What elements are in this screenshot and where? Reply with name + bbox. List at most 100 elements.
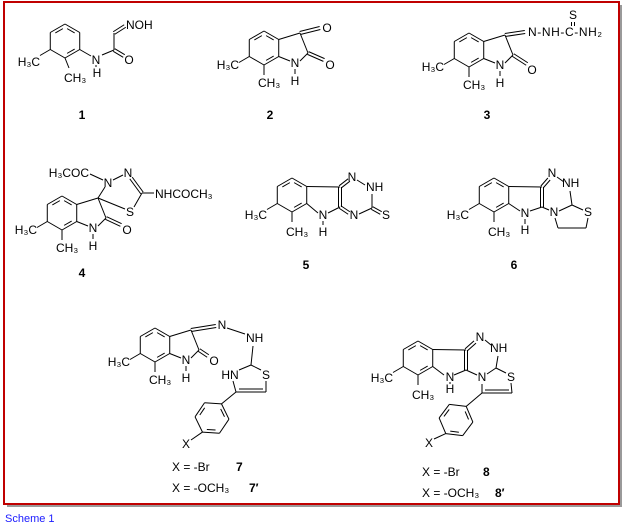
- compound-number: 8: [483, 465, 490, 479]
- hydrogen-label: H: [182, 371, 191, 385]
- bond: [206, 428, 216, 431]
- bond: [308, 51, 325, 60]
- bond: [443, 409, 450, 417]
- bond: [495, 367, 507, 374]
- hydrogen-label: H: [89, 239, 98, 253]
- substituent-x-label: X: [182, 437, 190, 451]
- bond: [199, 407, 206, 416]
- nitrogen-label: N: [89, 221, 98, 235]
- bond: [250, 364, 262, 371]
- sulfur-label: S: [382, 208, 390, 222]
- bond: [307, 53, 324, 62]
- compound-1: H₃C CH₃ N H O NOH: [18, 18, 153, 85]
- bond: [495, 355, 499, 369]
- bond: [483, 34, 506, 42]
- nitrogen-label: N: [496, 58, 505, 72]
- bond: [282, 182, 291, 188]
- bond: [470, 57, 479, 63]
- bond: [265, 35, 274, 41]
- nitrogen-label: N: [319, 208, 328, 222]
- bond: [468, 32, 484, 42]
- sulfur-label: S: [262, 368, 270, 382]
- bond: [194, 402, 205, 418]
- methyl-label: CH₃: [463, 78, 485, 92]
- bond: [542, 179, 551, 189]
- bond: [97, 217, 107, 227]
- compound-number: 4: [79, 266, 86, 280]
- hydrogen-label: H: [496, 76, 505, 90]
- bond: [484, 182, 493, 188]
- bond: [291, 203, 307, 213]
- bond: [358, 207, 373, 215]
- bond: [508, 203, 521, 212]
- methyl-label: H₃C: [447, 208, 470, 222]
- sulfur-label: S: [584, 205, 592, 219]
- substituent-definition: X = -OCH₃: [172, 481, 229, 495]
- nitrogen-label: N: [104, 176, 113, 190]
- methyl-label: H₃C: [217, 58, 240, 72]
- bond: [238, 56, 250, 63]
- nh-label: NH: [490, 341, 507, 355]
- methyl-label: CH₃: [286, 225, 308, 239]
- bond: [156, 352, 165, 358]
- compound-number: 5: [303, 258, 310, 272]
- substituent-x-label: X: [425, 436, 433, 450]
- scheme-caption: Scheme 1: [5, 513, 55, 525]
- bond: [571, 204, 584, 211]
- bond: [61, 221, 77, 231]
- bond: [513, 53, 529, 64]
- nitrogen-label: N: [291, 56, 300, 70]
- bond: [129, 353, 141, 360]
- methyl-label: CH₃: [56, 241, 78, 255]
- bond: [114, 48, 126, 56]
- bond: [64, 57, 70, 69]
- methyl-label: CH₃: [258, 76, 280, 90]
- sulfur-label: S: [569, 8, 577, 22]
- bond: [190, 431, 203, 441]
- compound-5: H₃C CH₃ N H N NH N S: [245, 170, 390, 239]
- bond: [445, 433, 463, 437]
- bond: [419, 345, 428, 351]
- bond: [392, 366, 404, 373]
- nitrogen-label: N: [521, 206, 530, 220]
- bond: [190, 329, 200, 351]
- bond: [169, 353, 182, 359]
- bond: [97, 197, 107, 219]
- hydrogen-label: H: [446, 382, 455, 396]
- compound-number: 8′: [495, 486, 505, 500]
- bond: [372, 206, 382, 213]
- compound-7: H₃C CH₃ N H O N NH HN S X: [108, 318, 270, 451]
- bond: [61, 195, 77, 205]
- bond: [106, 216, 122, 225]
- hydrogen-label: H: [93, 66, 102, 80]
- bond: [299, 32, 309, 54]
- oxygen-label: O: [322, 21, 331, 35]
- bond: [63, 220, 72, 226]
- methyl-label: H₃C: [422, 60, 445, 74]
- bond: [278, 56, 291, 62]
- bond: [585, 217, 589, 229]
- bond: [432, 349, 467, 351]
- bond: [504, 34, 514, 56]
- bond: [468, 58, 484, 68]
- bond: [468, 203, 480, 210]
- bond: [293, 182, 302, 188]
- bond: [495, 202, 504, 208]
- compound-number: 7′: [249, 481, 259, 495]
- bond: [105, 218, 121, 227]
- methyl-label: H₃C: [245, 208, 268, 222]
- compound-2: H₃C CH₃ N H O O: [217, 21, 335, 90]
- bond: [238, 364, 252, 371]
- bond: [131, 176, 144, 193]
- bond: [101, 49, 115, 56]
- hydrogen-label: H: [319, 225, 328, 239]
- bond: [438, 404, 450, 419]
- thiosemicarbazone-chain: N-NH-C-NH₂: [528, 25, 603, 39]
- substituent-definition: X = -Br: [422, 465, 460, 479]
- bond: [140, 327, 156, 337]
- bond: [47, 195, 63, 205]
- bond: [249, 30, 265, 40]
- sulfur-label: S: [507, 370, 515, 384]
- bond: [558, 204, 573, 212]
- bond: [340, 205, 351, 213]
